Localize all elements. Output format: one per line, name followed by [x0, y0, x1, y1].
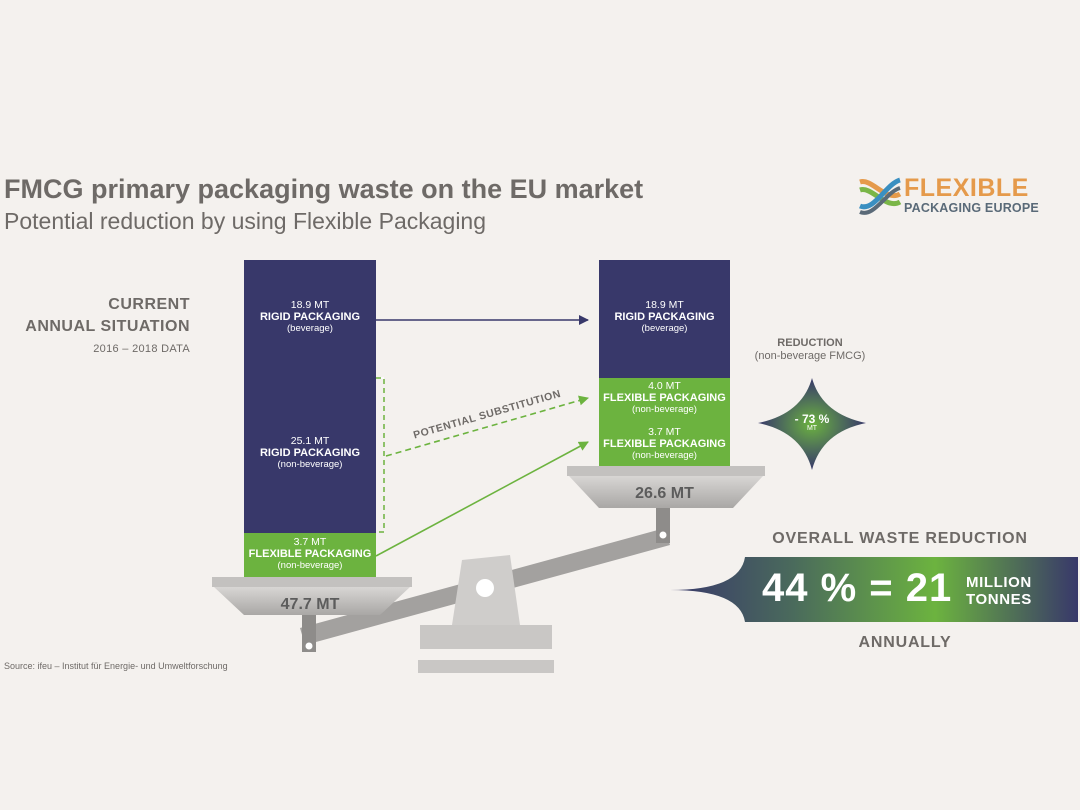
reduction-subtitle: (non-beverage FMCG) — [754, 350, 866, 362]
right-flex-label: FLEXIBLE PACKAGING — [603, 438, 726, 450]
right-flexible-substitution-bar: 4.0 MT FLEXIBLE PACKAGING (non-beverage) — [599, 378, 730, 423]
current-line2: ANNUAL SITUATION — [25, 318, 190, 335]
right-rigid-bev-sub: (beverage) — [641, 323, 688, 334]
flexible-packaging-logo-icon — [859, 177, 902, 215]
right-pan — [569, 476, 763, 508]
logo-text-packaging-europe: PACKAGING EUROPE — [904, 201, 1039, 215]
reduction-value: - 73 % MT — [782, 413, 842, 433]
left-rigid-bev-value: 18.9 MT — [290, 299, 330, 311]
current-situation-label: CURRENT ANNUAL SITUATION 2016 – 2018 DAT… — [0, 294, 190, 360]
left-flex-sub: (non-beverage) — [277, 560, 343, 571]
left-flex-value: 3.7 MT — [293, 536, 327, 548]
left-rigid-nonbev-sub: (non-beverage) — [277, 459, 343, 470]
left-rigid-nonbev-value: 25.1 MT — [290, 435, 330, 447]
overall-equation: 44 % = 21 — [762, 566, 953, 610]
overall-unit-line2: TONNES — [966, 591, 1032, 608]
current-line1: CURRENT — [108, 296, 190, 313]
overall-unit: MILLION TONNES — [966, 574, 1032, 608]
scale-base-bottom — [418, 660, 554, 673]
right-flexible-bar: 3.7 MT FLEXIBLE PACKAGING (non-beverage) — [599, 423, 730, 466]
left-rigid-bev-label: RIGID PACKAGING — [259, 311, 361, 323]
scale-base-top — [420, 625, 552, 649]
pivot-hole-icon — [476, 579, 494, 597]
left-rigid-bev-sub: (beverage) — [287, 323, 333, 334]
left-pan — [214, 587, 410, 615]
left-total: 47.7 MT — [280, 596, 340, 613]
right-rigid-bev-value: 18.9 MT — [645, 299, 684, 311]
reduction-percent: - 73 % — [794, 412, 830, 426]
left-pan-top — [212, 577, 412, 587]
reduction-star-icon — [758, 378, 866, 470]
right-total: 26.6 MT — [635, 485, 694, 502]
left-rigid-beverage-bar: 18.9 MT RIGID PACKAGING (beverage) — [244, 260, 376, 378]
right-flex-sub-sub: (non-beverage) — [632, 404, 697, 415]
source-note: Source: ifeu – Institut für Energie- und… — [4, 661, 228, 671]
logo-text-flexible: FLEXIBLE — [904, 174, 1029, 202]
right-flex-sub-value: 4.0 MT — [648, 380, 681, 392]
overall-annually: ANNUALLY — [858, 634, 952, 651]
right-flex-sub: (non-beverage) — [632, 450, 697, 461]
arrow-potential-substitution — [385, 395, 589, 457]
overall-unit-line1: MILLION — [966, 574, 1032, 591]
right-rigid-beverage-bar: 18.9 MT RIGID PACKAGING (beverage) — [599, 260, 730, 378]
right-flex-value: 3.7 MT — [648, 426, 681, 438]
arrow-flexible-nonbev — [375, 441, 589, 557]
left-rigid-nonbev-label: RIGID PACKAGING — [259, 447, 361, 459]
left-rigid-nonbeverage-bar: 25.1 MT RIGID PACKAGING (non-beverage) — [244, 378, 376, 533]
right-rigid-bev-label: RIGID PACKAGING — [614, 311, 715, 323]
reduction-title: REDUCTION — [777, 337, 843, 349]
right-flex-sub-label: FLEXIBLE PACKAGING — [603, 392, 726, 404]
page-subtitle: Potential reduction by using Flexible Pa… — [4, 208, 487, 234]
overall-reduction-title: OVERALL WASTE REDUCTION — [772, 530, 1028, 547]
overall-reduction-banner — [670, 557, 1078, 622]
reduction-label: REDUCTION (non-beverage FMCG) — [740, 337, 880, 363]
right-pan-top — [567, 466, 765, 476]
current-data-years: 2016 – 2018 DATA — [93, 343, 190, 355]
left-flex-label: FLEXIBLE PACKAGING — [248, 548, 372, 560]
reduction-unit: MT — [806, 425, 818, 432]
page-title: FMCG primary packaging waste on the EU m… — [4, 174, 644, 204]
left-flexible-bar: 3.7 MT FLEXIBLE PACKAGING (non-beverage) — [244, 533, 376, 577]
